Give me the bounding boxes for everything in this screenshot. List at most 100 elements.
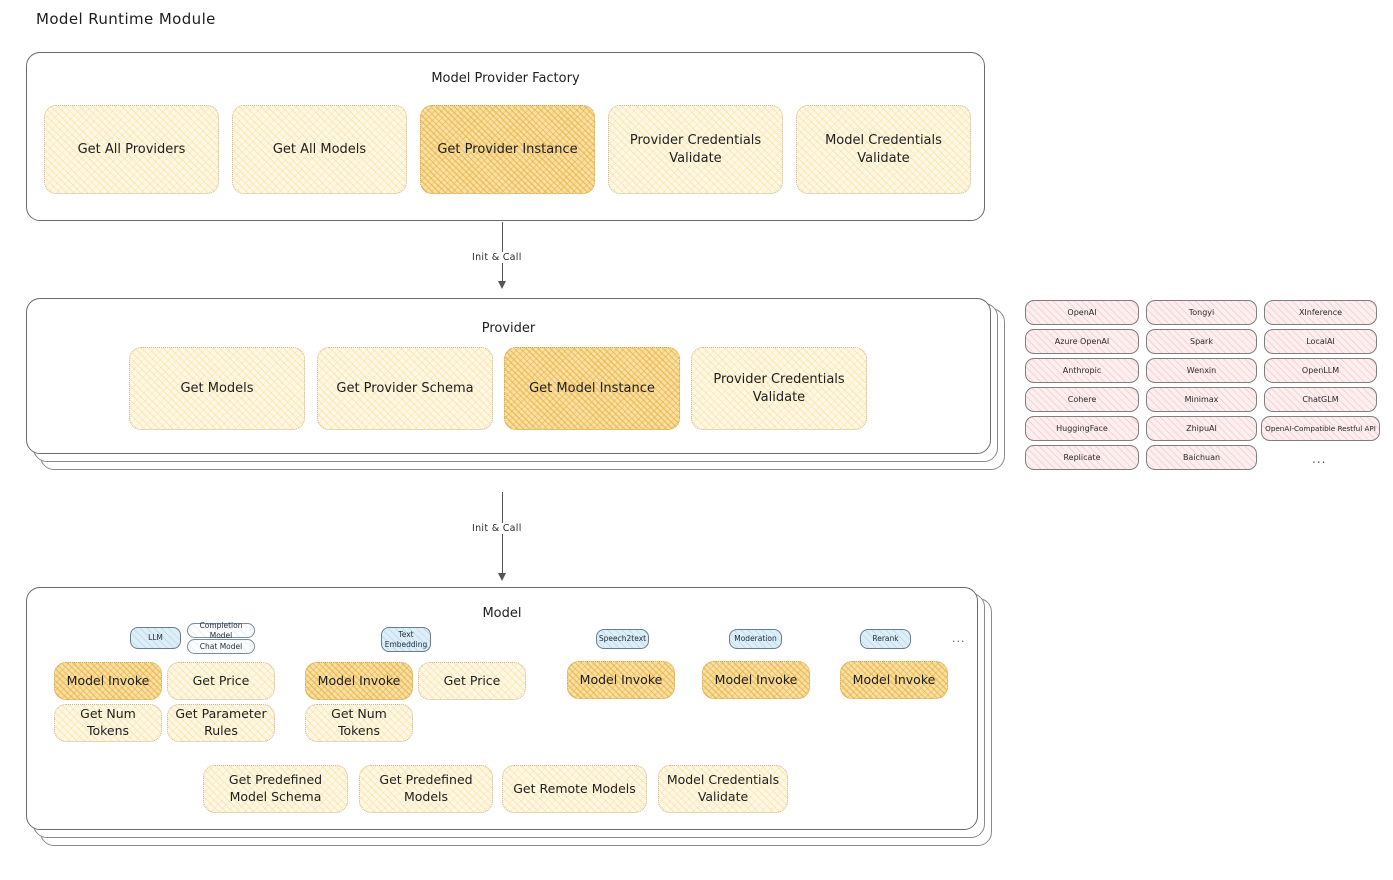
card-get-provider-instance[interactable]: Get Provider Instance xyxy=(420,105,595,194)
card-get-all-models[interactable]: Get All Models xyxy=(232,105,407,194)
card-moderation-model-invoke[interactable]: Model Invoke xyxy=(702,661,810,699)
card-provider-credentials-validate[interactable]: Provider Credentials Validate xyxy=(608,105,783,194)
card-label: Provider Credentials Validate xyxy=(629,132,762,166)
card-llm-model-invoke[interactable]: Model Invoke xyxy=(54,662,162,700)
provider-chip-zhipuai[interactable]: ZhipuAI xyxy=(1146,416,1257,441)
provider-title: Provider xyxy=(481,321,536,336)
card-llm-get-price[interactable]: Get Price xyxy=(167,662,275,700)
provider-chip-cohere[interactable]: Cohere xyxy=(1025,387,1139,412)
card-label: Get All Providers xyxy=(77,141,186,157)
card-label: Model Invoke xyxy=(317,672,401,688)
card-speech2text-model-invoke[interactable]: Model Invoke xyxy=(567,661,675,699)
card-get-predefined-models[interactable]: Get Predefined Models xyxy=(359,765,493,813)
card-label: Provider Credentials Validate xyxy=(713,371,845,405)
card-text-embedding-get-num-tokens[interactable]: Get Num Tokens xyxy=(305,704,413,742)
card-get-models[interactable]: Get Models xyxy=(129,347,305,430)
provider-chip-anthropic[interactable]: Anthropic xyxy=(1025,358,1139,383)
badge-label: Moderation xyxy=(734,634,777,644)
provider-chip-localai[interactable]: LocalAI xyxy=(1264,329,1377,354)
provider-chip-openai[interactable]: OpenAI xyxy=(1025,300,1139,325)
card-get-provider-schema[interactable]: Get Provider Schema xyxy=(317,347,493,430)
chip-label: HuggingFace xyxy=(1056,424,1108,433)
model-provider-factory-title: Model Provider Factory xyxy=(431,71,580,86)
card-label: Get Provider Instance xyxy=(437,141,578,157)
provider-chip-azure-openai[interactable]: Azure OpenAI xyxy=(1025,329,1139,354)
card-label: Get Num Tokens xyxy=(331,706,387,738)
card-label: Get Price xyxy=(443,672,501,688)
model-type-badge-text-embedding[interactable]: Text Embedding xyxy=(381,627,431,652)
model-title: Model xyxy=(482,606,522,621)
arrow-factory-to-provider-head xyxy=(498,281,506,289)
provider-chip-wenxin[interactable]: Wenxin xyxy=(1146,358,1257,383)
card-provider-credentials-validate-2[interactable]: Provider Credentials Validate xyxy=(691,347,867,430)
card-label: Get Price xyxy=(192,672,250,688)
arrow-provider-to-model-label: Init & Call xyxy=(469,523,525,534)
page-title: Model Runtime Module xyxy=(36,10,216,28)
card-text-embedding-get-price[interactable]: Get Price xyxy=(418,662,526,700)
card-label: Model Invoke xyxy=(714,671,798,687)
model-types-more: ... xyxy=(952,632,966,645)
provider-chip-huggingface[interactable]: HuggingFace xyxy=(1025,416,1139,441)
card-text-embedding-model-invoke[interactable]: Model Invoke xyxy=(305,662,413,700)
card-label: Get Remote Models xyxy=(513,780,636,796)
chip-label: Tongyi xyxy=(1188,308,1215,317)
chip-label: OpenLLM xyxy=(1301,366,1340,375)
model-type-badge-llm[interactable]: LLM xyxy=(130,627,181,649)
card-label: Get Models xyxy=(180,380,254,396)
chip-label: Cohere xyxy=(1067,395,1097,404)
card-get-predefined-model-schema[interactable]: Get Predefined Model Schema xyxy=(203,765,348,813)
provider-chip-tongyi[interactable]: Tongyi xyxy=(1146,300,1257,325)
provider-chip-chatglm[interactable]: ChatGLM xyxy=(1264,387,1377,412)
badge-label: Speech2text xyxy=(598,634,647,644)
card-label: Get All Models xyxy=(272,141,367,157)
card-label: Get Provider Schema xyxy=(336,380,474,396)
chip-label: Replicate xyxy=(1063,453,1101,462)
provider-chip-spark[interactable]: Spark xyxy=(1146,329,1257,354)
chip-label: Baichuan xyxy=(1182,453,1221,462)
card-model-credentials-validate-2[interactable]: Model Credentials Validate xyxy=(658,765,788,813)
chip-label: OpenAI xyxy=(1067,308,1097,317)
chip-label: Minimax xyxy=(1184,395,1219,404)
arrow-provider-to-model-line xyxy=(502,492,504,576)
card-llm-get-parameter-rules[interactable]: Get Parameter Rules xyxy=(167,704,275,742)
card-rerank-model-invoke[interactable]: Model Invoke xyxy=(840,661,948,699)
chip-label: LocalAI xyxy=(1306,337,1335,346)
card-label: Model Invoke xyxy=(579,671,663,687)
card-label: Model Credentials Validate xyxy=(666,772,780,804)
provider-chip-minimax[interactable]: Minimax xyxy=(1146,387,1257,412)
card-model-credentials-validate[interactable]: Model Credentials Validate xyxy=(796,105,971,194)
chip-label: Spark xyxy=(1190,337,1213,346)
card-get-model-instance[interactable]: Get Model Instance xyxy=(504,347,680,430)
card-label: Get Predefined Model Schema xyxy=(228,772,323,804)
arrow-provider-to-model-head xyxy=(498,573,506,581)
model-subtype-badge-completion-model[interactable]: Completion Model xyxy=(187,621,255,640)
card-label: Get Parameter Rules xyxy=(175,706,267,738)
provider-chip-replicate[interactable]: Replicate xyxy=(1025,445,1139,470)
card-label: Get Model Instance xyxy=(529,380,655,396)
card-label: Model Invoke xyxy=(66,672,150,688)
badge-label: Completion Model xyxy=(199,621,243,640)
chip-label: ZhipuAI xyxy=(1186,424,1217,433)
model-type-badge-speech2text[interactable]: Speech2text xyxy=(596,629,649,649)
model-type-badge-rerank[interactable]: Rerank xyxy=(860,629,911,649)
provider-list-more: ... xyxy=(1312,452,1327,466)
badge-label: Text Embedding xyxy=(384,630,428,649)
badge-label: Chat Model xyxy=(199,641,243,651)
provider-chip-baichuan[interactable]: Baichuan xyxy=(1146,445,1257,470)
chip-label: Anthropic xyxy=(1062,366,1102,375)
provider-chip-xinference[interactable]: XInference xyxy=(1264,300,1377,325)
arrow-factory-to-provider-label: Init & Call xyxy=(469,252,525,263)
card-get-all-providers[interactable]: Get All Providers xyxy=(44,105,219,194)
card-label: Get Num Tokens xyxy=(80,706,136,738)
provider-chip-openllm[interactable]: OpenLLM xyxy=(1264,358,1377,383)
model-type-badge-moderation[interactable]: Moderation xyxy=(729,629,782,649)
card-label: Get Predefined Models xyxy=(379,772,473,804)
provider-chip-openai-compatible-restful-api[interactable]: OpenAI-Compatible Restful API xyxy=(1261,416,1380,441)
card-get-remote-models[interactable]: Get Remote Models xyxy=(502,765,647,813)
card-label: Model Credentials Validate xyxy=(825,132,942,166)
card-llm-get-num-tokens[interactable]: Get Num Tokens xyxy=(54,704,162,742)
chip-label: Azure OpenAI xyxy=(1054,337,1110,346)
card-label: Model Invoke xyxy=(852,671,936,687)
model-subtype-badge-chat-model[interactable]: Chat Model xyxy=(187,639,255,654)
